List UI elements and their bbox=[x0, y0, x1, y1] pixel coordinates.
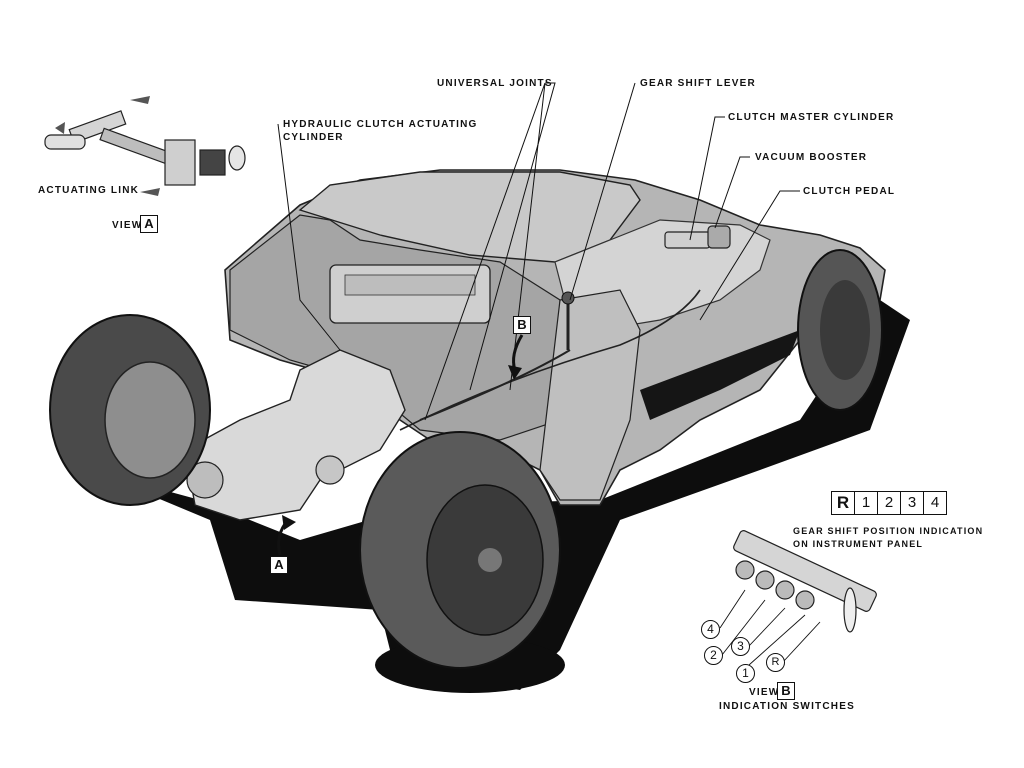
label-gear-indication-2: ON INSTRUMENT PANEL bbox=[793, 539, 924, 549]
marker-a: A bbox=[270, 556, 288, 574]
label-gear-shift-lever: GEAR SHIFT LEVER bbox=[640, 78, 756, 89]
marker-view-a: A bbox=[140, 215, 158, 233]
car-roof bbox=[298, 171, 641, 263]
label-actuating-link: ACTUATING LINK bbox=[38, 185, 140, 196]
label-hydraulic-line1: HYDRAULIC CLUTCH ACTUATING bbox=[283, 119, 478, 130]
label-gear-indication-1: GEAR SHIFT POSITION INDICATION bbox=[793, 526, 984, 536]
label-vacuum-booster: VACUUM BOOSTER bbox=[755, 152, 868, 163]
inset-view-a bbox=[44, 110, 246, 186]
gear-2: 2 bbox=[877, 492, 900, 514]
door-panel bbox=[539, 289, 641, 501]
switch-number-3: 3 bbox=[731, 637, 750, 656]
label-clutch-pedal: CLUTCH PEDAL bbox=[803, 186, 896, 197]
gear-4: 4 bbox=[923, 492, 946, 514]
switch-number-1: 1 bbox=[736, 664, 755, 683]
label-clutch-master-cylinder: CLUTCH MASTER CYLINDER bbox=[728, 112, 895, 123]
clutch-line bbox=[399, 289, 701, 431]
inset-b-leaders bbox=[719, 589, 821, 674]
gear-3: 3 bbox=[900, 492, 923, 514]
label-universal-joints: UNIVERSAL JOINTS bbox=[437, 78, 553, 89]
transaxle bbox=[184, 349, 406, 521]
label-view-b-word: VIEW bbox=[749, 687, 780, 698]
vacuum-booster bbox=[707, 225, 731, 249]
switch-number-4: 4 bbox=[701, 620, 720, 639]
gear-1: 1 bbox=[854, 492, 877, 514]
marker-view-b: B bbox=[777, 682, 795, 700]
switch-number-2: 2 bbox=[704, 646, 723, 665]
switch-number-r: R bbox=[766, 653, 785, 672]
leader-lines bbox=[277, 82, 800, 421]
label-indication-switches: INDICATION SWITCHES bbox=[719, 701, 855, 712]
side-scoop bbox=[640, 330, 800, 420]
label-hydraulic-line2: CYLINDER bbox=[283, 132, 344, 143]
gear-indicator: R 1 2 3 4 bbox=[831, 491, 947, 515]
marker-b: B bbox=[513, 316, 531, 334]
label-view-a-word: VIEW bbox=[112, 220, 143, 231]
master-cylinder bbox=[664, 231, 711, 249]
ground-shadow bbox=[90, 300, 910, 690]
inset-view-b bbox=[733, 530, 877, 633]
inset-a-arrows bbox=[55, 96, 160, 196]
gear-r: R bbox=[836, 493, 850, 512]
